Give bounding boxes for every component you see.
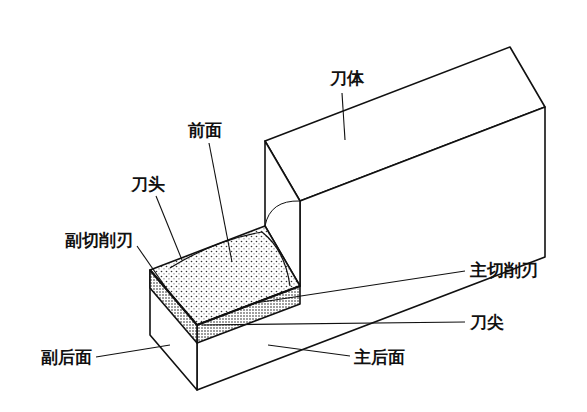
leader-line bbox=[96, 345, 170, 357]
part-label: 刀体 bbox=[330, 68, 364, 88]
insert-side-band bbox=[150, 270, 197, 343]
minor-cutting-edge bbox=[150, 270, 197, 325]
part-label: 主后面 bbox=[354, 347, 405, 367]
part-label: 刀尖 bbox=[470, 312, 504, 332]
leader-line bbox=[209, 143, 232, 262]
part-label: 前面 bbox=[188, 120, 222, 140]
insert-boundary bbox=[170, 232, 290, 286]
part-label: 副后面 bbox=[41, 347, 92, 367]
leader-line bbox=[268, 345, 350, 356]
leader-line bbox=[137, 246, 171, 295]
leader-line bbox=[202, 322, 465, 325]
part-label: 副切削刃 bbox=[65, 230, 133, 250]
leader-line bbox=[342, 93, 345, 140]
step-curve bbox=[265, 201, 300, 226]
insert-front-band bbox=[197, 286, 300, 343]
part-label: 刀头 bbox=[131, 174, 165, 194]
part-label: 主切削刃 bbox=[470, 260, 538, 280]
main-cutting-edge bbox=[197, 286, 300, 325]
leader-line bbox=[255, 271, 465, 303]
leader-line bbox=[156, 196, 182, 260]
